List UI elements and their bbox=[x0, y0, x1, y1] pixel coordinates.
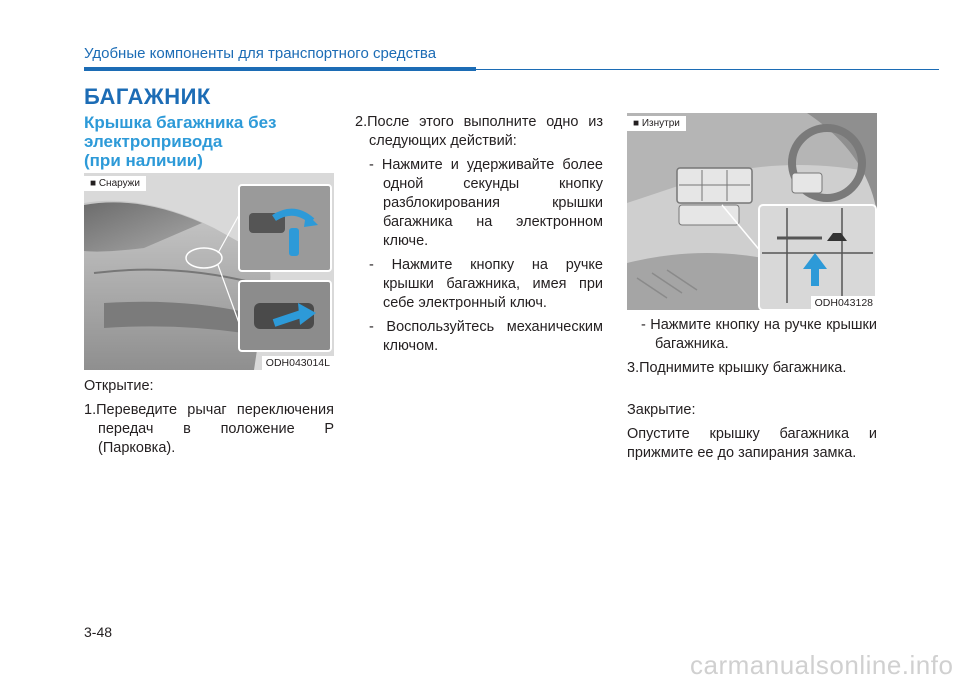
bullet-item: - Воспользуйтесь механическим ключом. bbox=[369, 319, 603, 354]
step-2: 2.После этого выполните одно из следующи… bbox=[355, 114, 603, 149]
step-3: 3.Поднимите крышку багажника. bbox=[627, 360, 847, 376]
header-rule-thin bbox=[476, 69, 939, 70]
figure-inside-code: ODH043128 bbox=[810, 296, 877, 310]
figure-inside: ■ Изнутри ODH043128 bbox=[627, 113, 877, 310]
bullet-item: - Нажмите кнопку на ручке крышки багажни… bbox=[641, 317, 877, 352]
opening-heading: Открытие: bbox=[84, 378, 154, 394]
closing-text: Опустите крышку багажника и прижмите ее … bbox=[627, 426, 877, 461]
dashboard-illustration bbox=[627, 113, 877, 310]
page-number: 3-48 bbox=[84, 624, 113, 640]
column-3: - Нажмите кнопку на ручке крышки багажни… bbox=[627, 316, 877, 463]
subsection-line: Крышка багажника без bbox=[84, 113, 277, 132]
figure-outside: ■ Снаружи ODH043014L bbox=[84, 173, 334, 370]
watermark: carmanualsonline.info bbox=[690, 650, 954, 680]
closing-heading: Закрытие: bbox=[627, 402, 696, 418]
bullet-item: - Нажмите кнопку на ручке крышки багажни… bbox=[369, 257, 603, 311]
figure-outside-code: ODH043014L bbox=[261, 356, 334, 370]
car-rear-illustration bbox=[84, 173, 334, 370]
subsection-title: Крышка багажника без электропривода (при… bbox=[84, 113, 334, 170]
figure-inside-label: ■ Изнутри bbox=[627, 116, 686, 131]
column-1: Открытие: 1.Переведите рычаг переключени… bbox=[84, 377, 334, 458]
header-rule bbox=[84, 67, 476, 71]
section-title: БАГАЖНИК bbox=[84, 84, 211, 109]
subsection-line: электропривода bbox=[84, 132, 223, 151]
subsection-line: (при наличии) bbox=[84, 151, 203, 170]
figure-outside-label: ■ Снаружи bbox=[84, 176, 146, 191]
bullet-item: - Нажмите и удерживайте более одной секу… bbox=[369, 157, 603, 249]
header-title: Удобные компоненты для транспортного сре… bbox=[84, 45, 437, 62]
column-2: 2.После этого выполните одно из следующи… bbox=[355, 113, 603, 356]
step-1: 1.Переведите рычаг переключения передач … bbox=[84, 402, 334, 456]
